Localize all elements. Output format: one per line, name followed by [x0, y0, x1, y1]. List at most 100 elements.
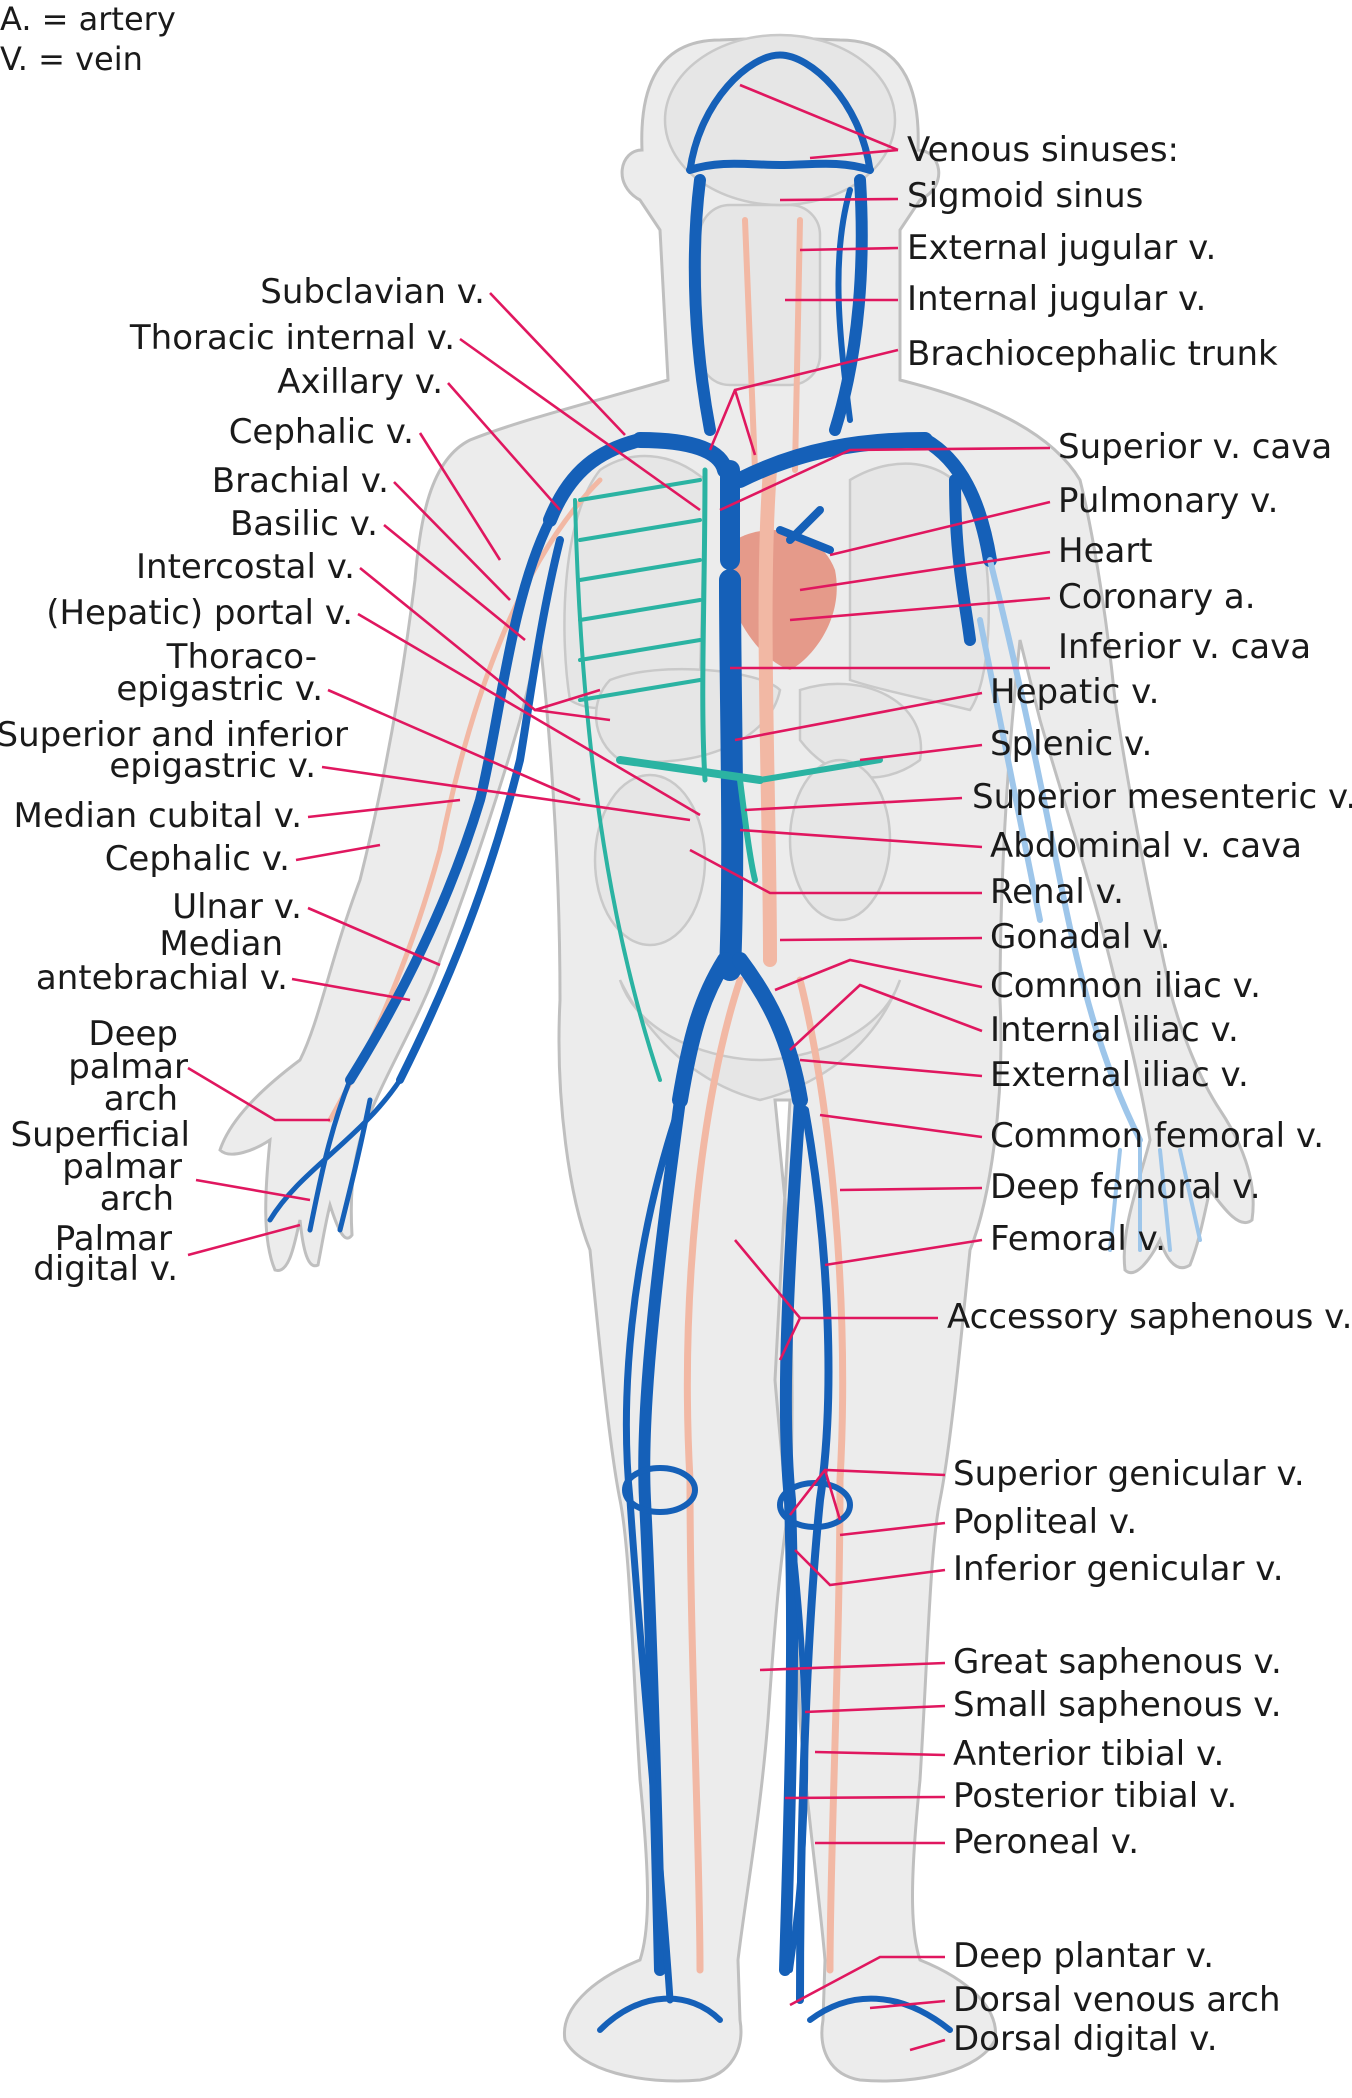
leader-lines	[187, 83, 1051, 2052]
label-superior-v-cava: Superior v. cava	[1058, 427, 1332, 467]
leader-popliteal-v	[839, 1521, 946, 1537]
legend: A. = artery V. = vein	[0, 0, 176, 78]
label-hepatic-portal-v: (Hepatic) portal v.	[46, 593, 353, 633]
leader-basilic-v	[383, 523, 526, 642]
leader-thoracic-internal-v	[459, 337, 701, 512]
leader-ulnar-v	[307, 906, 441, 967]
subclavian-left	[918, 433, 997, 567]
legend-vein: V. = vein	[0, 40, 143, 78]
leader-renal-v	[689, 848, 982, 895]
label-accessory-saphenous-v: Accessory saphenous v.	[947, 1297, 1352, 1337]
common-iliac-left	[732, 952, 808, 1108]
leader-deep-palmar-arch	[187, 1066, 330, 1122]
heart	[728, 530, 837, 670]
leader-pulmonary-v	[829, 500, 1051, 557]
label-deep-palmar-2: palmar	[68, 1047, 188, 1087]
leader-common-iliac-v	[774, 958, 983, 992]
label-superior-mesenteric-v: Superior mesenteric v.	[972, 777, 1352, 817]
label-axillary-v: Axillary v.	[277, 362, 443, 402]
leader-deep-plantar-v	[789, 1955, 945, 2007]
leader-coronary-a	[789, 596, 1051, 622]
subclavian-right	[543, 433, 647, 527]
label-subclavian-v: Subclavian v.	[260, 272, 485, 312]
leader-hepatic-portal-v	[357, 612, 701, 817]
label-sup-inf-epigastric-2: epigastric v.	[109, 746, 316, 786]
dorsal-arch-left	[807, 1995, 953, 2033]
label-internal-jugular: Internal jugular v.	[907, 279, 1206, 319]
leader-thoraco-epigastric-v	[327, 688, 581, 802]
leader-brachial-v	[393, 481, 511, 601]
leader-anterior-tibial-v	[814, 1750, 946, 1757]
hepatic-portal-vein	[616, 756, 764, 784]
leader-posterior-tibial-v	[784, 1795, 946, 1800]
label-heart: Heart	[1058, 531, 1153, 571]
label-brachiocephalic-trunk: Brachiocephalic trunk	[907, 334, 1278, 374]
leader-superior-v-cava	[719, 446, 1051, 512]
label-great-saphenous-v: Great saphenous v.	[953, 1642, 1282, 1682]
pulmonary-veins	[776, 506, 834, 554]
label-venous-sinuses: Venous sinuses:	[907, 130, 1179, 170]
leader-external-jugular	[799, 246, 899, 252]
leader-cephalic-v-lower	[295, 843, 381, 862]
label-internal-iliac-v: Internal iliac v.	[990, 1010, 1239, 1050]
leader-cephalic-v-upper	[418, 432, 502, 561]
label-median-antebrachial-2: antebrachial v.	[36, 958, 288, 998]
leader-femoral-v	[824, 1238, 983, 1267]
intercostal-veins	[578, 478, 702, 702]
leader-small-saphenous-v	[804, 1704, 946, 1714]
label-superficial-palmar-2: palmar	[62, 1147, 182, 1187]
cephalic-right-arm	[345, 515, 555, 1085]
leader-venous-sinuses	[739, 83, 899, 152]
knee-right	[622, 1465, 698, 1515]
label-palmar-digital-1: Palmar	[55, 1219, 172, 1259]
portal-system	[573, 467, 883, 1082]
leader-external-iliac-v	[799, 1058, 983, 1078]
label-brachial-v: Brachial v.	[212, 461, 389, 501]
tibial-left	[787, 1517, 809, 1973]
label-superficial-palmar-1: Superficial	[11, 1115, 190, 1155]
label-cephalic-v-upper: Cephalic v.	[229, 412, 414, 452]
common-iliac-right	[672, 952, 733, 1108]
leader-hepatic-v	[734, 691, 983, 742]
label-median-antebrachial-1: Median	[159, 924, 283, 964]
leader-sup-inf-epigastric-v	[321, 765, 691, 822]
internal-jugular-left	[829, 174, 868, 436]
label-thoraco-epigastric-2: epigastric v.	[116, 669, 323, 709]
left-forearm-veins	[977, 557, 1143, 1143]
leader-gonadal-v	[779, 936, 983, 942]
saphenous-right	[622, 1116, 679, 2004]
organs	[563, 454, 990, 1102]
label-dorsal-venous-arch: Dorsal venous arch	[953, 1980, 1281, 2020]
basilic-right-arm	[396, 536, 564, 1084]
leader-abdominal-v-cava	[739, 828, 983, 849]
splenic-vein	[757, 757, 883, 783]
label-anterior-tibial-v: Anterior tibial v.	[953, 1734, 1224, 1774]
label-renal-v: Renal v.	[990, 872, 1124, 912]
leader-dorsal-venous-arch	[869, 1999, 946, 2010]
label-coronary-a: Coronary a.	[1058, 577, 1256, 617]
leader-splenic-v	[859, 743, 983, 762]
leader-superior-genicular-v2	[823, 1469, 842, 1521]
label-inferior-v-cava: Inferior v. cava	[1058, 627, 1311, 667]
label-inferior-genicular-v: Inferior genicular v.	[953, 1549, 1284, 1589]
legend-artery: A. = artery	[0, 0, 176, 38]
label-superficial-palmar-3: arch	[100, 1179, 174, 1219]
label-hepatic-v: Hepatic v.	[990, 672, 1159, 712]
superior-mesenteric-vein	[737, 777, 758, 883]
label-small-saphenous-v: Small saphenous v.	[953, 1685, 1282, 1725]
leader-internal-iliac-v	[789, 983, 983, 1051]
leader-intercostal-v2	[534, 708, 611, 722]
leader-accessory-saphenous-b	[778, 1317, 802, 1361]
label-popliteal-v: Popliteal v.	[953, 1502, 1137, 1542]
label-femoral-v: Femoral v.	[990, 1219, 1166, 1259]
brachiocephalic-left	[732, 432, 933, 488]
label-deep-palmar-3: arch	[104, 1079, 178, 1119]
dorsal-arch-right	[597, 1995, 723, 2033]
label-deep-palmar-1: Deep	[88, 1014, 178, 1054]
label-pulmonary-v: Pulmonary v.	[1058, 481, 1278, 521]
carotid-artery	[742, 217, 803, 473]
leader-venous-sinuses-2	[809, 148, 899, 160]
label-peroneal-v: Peroneal v.	[953, 1822, 1139, 1862]
label-gonadal-v: Gonadal v.	[990, 917, 1171, 957]
